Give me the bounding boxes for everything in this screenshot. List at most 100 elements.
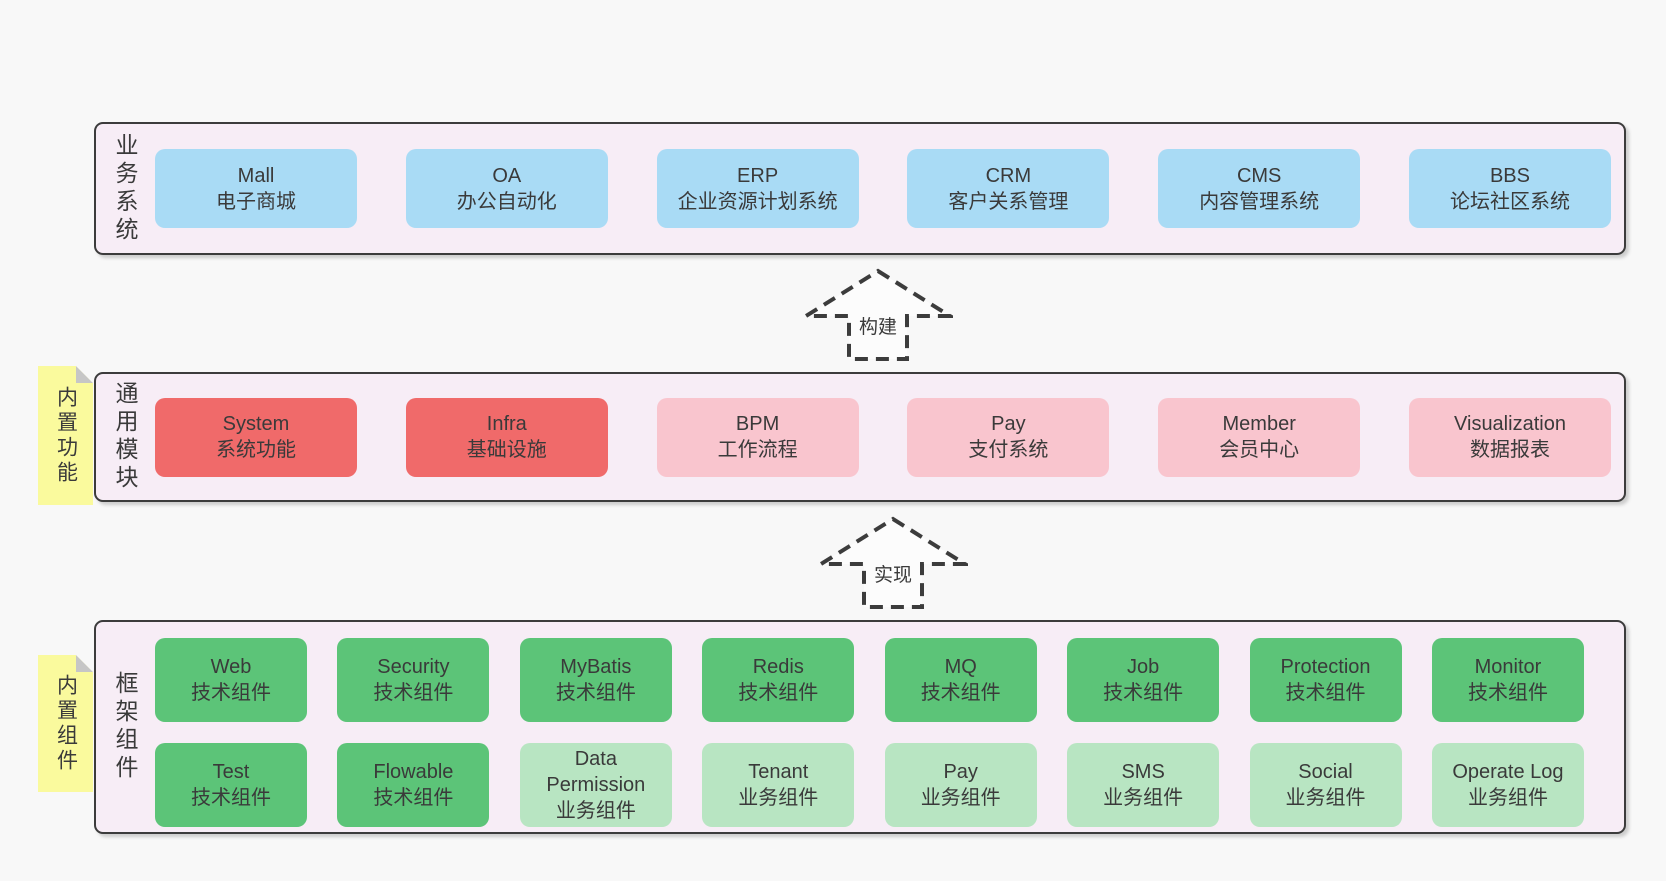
- component-box-cms: CMS 内容管理系统: [1158, 149, 1361, 228]
- box-subtitle: 内容管理系统: [1199, 190, 1320, 213]
- box-subtitle: 论坛社区系统: [1449, 190, 1570, 213]
- component-box-social: Social 业务组件: [1249, 743, 1402, 827]
- box-subtitle: 技术组件: [1467, 682, 1548, 704]
- box-title: MQ: [944, 656, 977, 678]
- box-subtitle: 数据报表: [1469, 439, 1550, 461]
- box-title: BPM: [735, 413, 780, 435]
- component-box-infra: Infra 基础设施: [405, 397, 608, 477]
- box-title: Visualization: [1454, 413, 1566, 435]
- business-box-row: Mall 电子商城 OA 办公自动化 ERP 企业资源计划系统 CRM 客户关系管理 CMS 内容…: [155, 124, 1611, 253]
- box-title: Security: [377, 656, 450, 678]
- sticky-note-builtin-features: 内置功能: [38, 366, 93, 505]
- box-subtitle: 会员中心: [1219, 439, 1300, 461]
- implement-arrow-label: 实现: [870, 560, 916, 587]
- box-subtitle: 办公自动化: [456, 190, 557, 213]
- layer-side-label-framework: 框架组件: [112, 671, 138, 783]
- box-subtitle: 业务组件: [1285, 787, 1366, 809]
- sticky-note-builtin-components: 内置组件: [38, 655, 93, 792]
- component-box-system: System 系统功能: [155, 397, 357, 477]
- component-box-monitor: Monitor 技术组件: [1431, 638, 1584, 722]
- box-title: Pay: [943, 761, 978, 783]
- box-title: Web: [210, 656, 252, 678]
- component-box-pay: Pay 业务组件: [884, 743, 1037, 827]
- component-box-oa: OA 办公自动化: [405, 149, 608, 228]
- box-subtitle: 系统功能: [216, 439, 296, 461]
- layer-side-label-modules: 通用模块: [112, 381, 138, 493]
- box-subtitle: 技术组件: [191, 787, 271, 809]
- box-subtitle: 技术组件: [373, 787, 454, 809]
- box-subtitle: 企业资源计划系统: [677, 190, 838, 213]
- box-subtitle: 工作流程: [717, 439, 798, 461]
- component-box-member: Member 会员中心: [1158, 397, 1361, 477]
- box-subtitle: 客户关系管理: [948, 190, 1069, 213]
- box-subtitle: 业务组件: [555, 800, 636, 822]
- box-title: Member: [1222, 413, 1296, 435]
- build-arrow-label: 构建: [855, 312, 901, 339]
- component-box-erp: ERP 企业资源计划系统: [656, 149, 859, 228]
- build-arrow: 构建: [803, 268, 953, 362]
- box-title: Flowable: [373, 761, 454, 783]
- box-title: Social: [1298, 761, 1353, 783]
- box-title: SMS: [1121, 761, 1165, 783]
- box-subtitle: 业务组件: [1467, 787, 1548, 809]
- component-box-operate-log: Operate Log 业务组件: [1431, 743, 1584, 827]
- component-box-web: Web 技术组件: [155, 638, 307, 722]
- component-box-flowable: Flowable 技术组件: [337, 743, 490, 827]
- box-subtitle: 技术组件: [1103, 682, 1184, 704]
- box-subtitle: 技术组件: [920, 682, 1001, 704]
- box-subtitle: 业务组件: [738, 787, 819, 809]
- component-box-visualization: Visualization 数据报表: [1408, 397, 1611, 477]
- sticky-fold-icon: [76, 366, 93, 383]
- sticky-note-text: 内置组件: [54, 673, 78, 774]
- box-title: Data Permission: [546, 748, 646, 796]
- box-title: OA: [492, 164, 522, 187]
- layer-side-label-business: 业务系统: [112, 132, 138, 245]
- box-subtitle: 业务组件: [920, 787, 1001, 809]
- box-subtitle: 技术组件: [555, 682, 636, 704]
- box-subtitle: 电子商城: [216, 190, 296, 213]
- box-title: Monitor: [1474, 656, 1542, 678]
- box-title: CMS: [1236, 164, 1282, 187]
- component-box-job: Job 技术组件: [1067, 638, 1220, 722]
- component-box-protection: Protection 技术组件: [1249, 638, 1402, 722]
- component-box-data-permission: Data Permission 业务组件: [519, 743, 672, 827]
- box-title: Infra: [486, 413, 527, 435]
- sticky-note-text: 内置功能: [54, 385, 78, 486]
- component-box-crm: CRM 客户关系管理: [907, 149, 1110, 228]
- component-box-mq: MQ 技术组件: [884, 638, 1037, 722]
- box-subtitle: 技术组件: [1285, 682, 1366, 704]
- box-title: Operate Log: [1452, 761, 1564, 783]
- box-title: Job: [1126, 656, 1160, 678]
- component-box-bpm: BPM 工作流程: [656, 397, 859, 477]
- layer-business-systems: 业务系统 Mall 电子商城 OA 办公自动化 ERP 企业资源计划系统 CRM 客户关系管理…: [94, 122, 1626, 255]
- box-title: BBS: [1489, 164, 1530, 187]
- box-title: System: [222, 413, 290, 435]
- box-title: MyBatis: [560, 656, 632, 678]
- implement-arrow: 实现: [818, 516, 968, 610]
- box-title: ERP: [737, 164, 779, 187]
- box-subtitle: 技术组件: [738, 682, 819, 704]
- box-title: CRM: [985, 164, 1032, 187]
- box-subtitle: 技术组件: [373, 682, 454, 704]
- box-subtitle: 业务组件: [1103, 787, 1184, 809]
- sticky-fold-icon: [76, 655, 93, 672]
- component-box-bbs: BBS 论坛社区系统: [1408, 149, 1611, 228]
- box-title: Mall: [237, 164, 275, 187]
- box-subtitle: 基础设施: [466, 439, 547, 461]
- component-box-mall: Mall 电子商城: [155, 149, 357, 228]
- box-title: Redis: [752, 656, 804, 678]
- box-title: Pay: [991, 413, 1026, 435]
- box-subtitle: 技术组件: [191, 682, 271, 704]
- layer-framework-components: 框架组件 Web 技术组件 Security 技术组件 MyBatis 技术组件 Redis…: [94, 620, 1626, 834]
- box-title: Protection: [1280, 656, 1371, 678]
- component-box-security: Security 技术组件: [337, 638, 490, 722]
- component-box-mybatis: MyBatis 技术组件: [519, 638, 672, 722]
